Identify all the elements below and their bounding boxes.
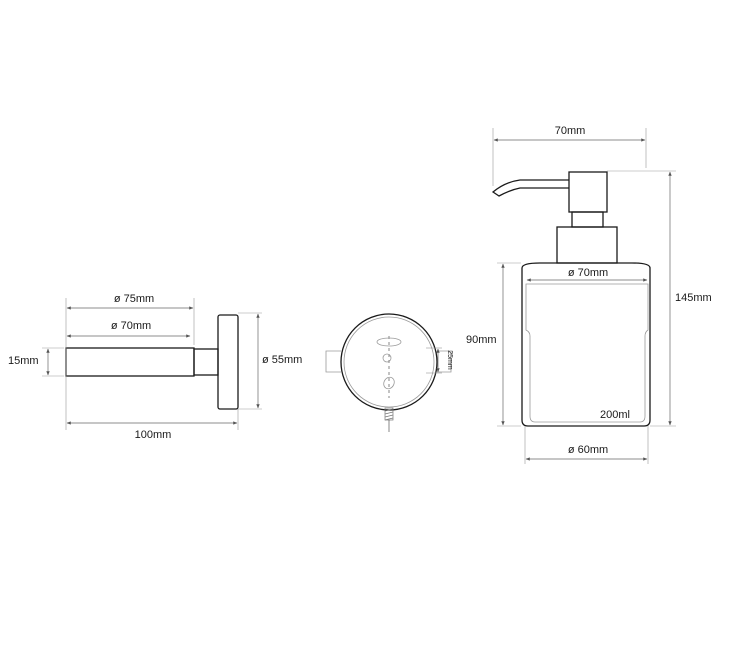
holder-collar: [193, 348, 219, 376]
label-total-length: 100mm: [135, 429, 172, 441]
holder-rod: [65, 347, 195, 377]
label-rod-height: 15mm: [8, 355, 39, 367]
label-diameter-inner: ø 70mm: [111, 320, 151, 332]
screw-icon: [384, 407, 394, 432]
label-body-height: 90mm: [466, 334, 497, 346]
label-diameter-outer: ø 75mm: [114, 293, 154, 305]
dispenser-pump-neck: [571, 211, 604, 228]
dispenser-view: 70mm 145mm 90mm ø 70mm 200ml ø 60mm: [466, 125, 712, 464]
dispenser-body: [521, 262, 651, 427]
label-pump-width: 70mm: [555, 125, 586, 137]
dispenser-spout: [491, 179, 569, 197]
upper-screw-hole-icon: [382, 353, 392, 363]
lower-mounting-slot-icon: [383, 376, 395, 390]
dispenser-collar: [556, 226, 618, 264]
label-capacity: 200ml: [600, 409, 630, 421]
label-total-height: 145mm: [675, 292, 712, 304]
label-plate-diameter: ø 55mm: [262, 354, 302, 366]
label-top-diameter: ø 70mm: [568, 267, 608, 279]
wall-plate-front-view: 25mm: [325, 313, 453, 432]
label-hole-spacing: 25mm: [446, 350, 453, 370]
upper-mounting-slot-icon: [376, 337, 402, 347]
wall-plate-inner-circle: [343, 316, 435, 408]
label-bottom-diameter: ø 60mm: [568, 444, 608, 456]
holder-wall-plate: [217, 314, 239, 410]
holder-side-view: ø 75mm ø 70mm 15mm ø 55mm 100mm: [8, 293, 302, 441]
dispenser-pump-head: [568, 171, 608, 213]
